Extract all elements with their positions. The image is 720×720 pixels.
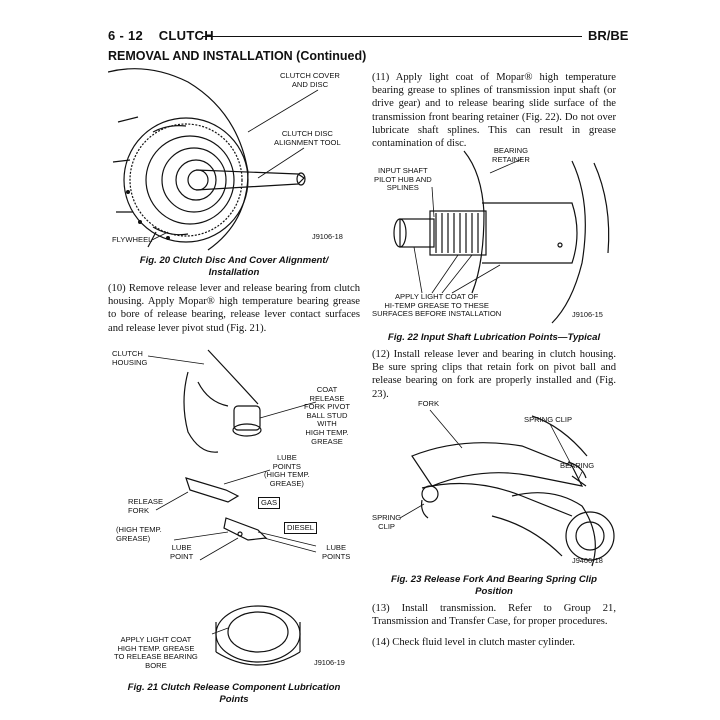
paragraph-step-10: (10) Remove release lever and release be… [108, 283, 360, 334]
label-clutch-housing: CLUTCH HOUSING [112, 349, 148, 367]
model-code: BR/BE [588, 28, 629, 43]
figure-20-caption: Fig. 20 Clutch Disc And Cover Alignment/… [139, 255, 329, 278]
label-apply-surfaces: APPLY LIGHT COAT OF HI-TEMP GREASE TO TH… [372, 292, 502, 319]
label-apply-bore: APPLY LIGHT COAT HIGH TEMP. GREASE TO RE… [114, 635, 198, 670]
input-shaft-illustration [393, 150, 610, 324]
section-title: REMOVAL AND INSTALLATION (Continued) [108, 49, 367, 63]
label-clutch-cover: CLUTCH COVER AND DISC [280, 71, 340, 89]
label-spring-clip-top: SPRING CLIP [524, 415, 573, 424]
figure-23: FORK SPRING CLIP BEARING SPRING CLIP J94… [372, 396, 616, 570]
figure-22-caption: Fig. 22 Input Shaft Lubrication Points—T… [387, 332, 601, 343]
label-diesel: DIESEL [284, 522, 318, 534]
figure-22: BEARING RETAINER INPUT SHAFT PILOT HUB A… [372, 143, 616, 325]
release-fork-illustration [399, 409, 615, 567]
label-flywheel: FLYWHEEL [112, 235, 153, 244]
figure-id: J9106-19 [314, 658, 345, 667]
label-release-fork: RELEASE FORK [128, 497, 164, 515]
label-gas: GAS [258, 497, 281, 509]
label-coat-stud: COAT RELEASE FORK PIVOT BALL STUD WITH H… [304, 385, 350, 446]
release-component-illustration [147, 349, 317, 666]
label-lube-point: LUBE POINT [170, 543, 194, 561]
label-spring-clip-left: SPRING CLIP [372, 513, 402, 531]
page-number: 6 - 12 [108, 28, 144, 43]
figure-21: CLUTCH HOUSING COAT RELEASE FORK PIVOT B… [108, 342, 360, 678]
figure-id: J9406-18 [572, 556, 603, 565]
chapter-title: CLUTCH [158, 28, 214, 43]
figure-id: J9106-15 [572, 310, 603, 319]
label-bearing: BEARING [560, 461, 595, 470]
header-rule [202, 36, 582, 37]
label-lube-points-top: LUBE POINTS (HIGH TEMP. GREASE) [264, 453, 310, 488]
running-header-left: 6 - 12 CLUTCH [108, 28, 214, 43]
paragraph-step-13: (13) Install transmission. Refer to Grou… [372, 603, 616, 628]
label-lube-points: LUBE POINTS [322, 543, 351, 561]
label-input-shaft: INPUT SHAFT PILOT HUB AND SPLINES [374, 166, 432, 193]
label-high-temp-grease: (HIGH TEMP. GREASE) [116, 525, 162, 543]
paragraph-step-14: (14) Check fluid level in clutch master … [372, 637, 575, 648]
paragraph-step-11: (11) Apply light coat of Mopar® high tem… [372, 72, 616, 150]
paragraph-step-12: (12) Install release lever and bearing i… [372, 349, 616, 400]
label-fork: FORK [418, 399, 440, 408]
figure-23-caption: Fig. 23 Release Fork And Bearing Spring … [391, 574, 597, 597]
figure-id: J9106-18 [312, 232, 343, 241]
clutch-alignment-illustration [108, 68, 319, 251]
figure-21-caption: Fig. 21 Clutch Release Component Lubrica… [127, 682, 341, 705]
label-alignment-tool: CLUTCH DISC ALIGNMENT TOOL [274, 129, 341, 147]
figure-20: CLUTCH COVER AND DISC CLUTCH DISC ALIGNM… [108, 62, 360, 252]
label-bearing-retainer: BEARING RETAINER [492, 146, 530, 164]
